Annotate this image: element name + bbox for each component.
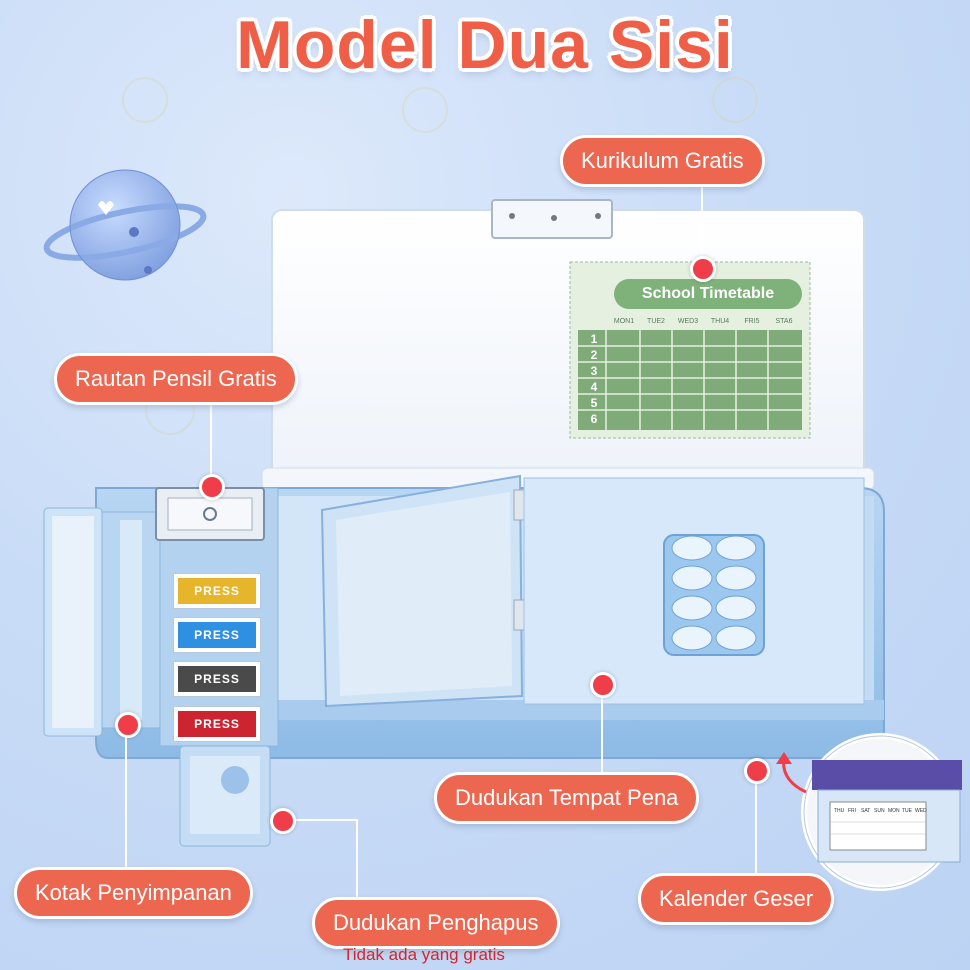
planet-icon — [43, 169, 207, 281]
marker-dot — [270, 808, 296, 834]
footnote: Tidak ada yang gratis — [343, 945, 505, 964]
press-button-yellow[interactable]: PRESS — [174, 574, 260, 608]
timetable-day: TUE2 — [647, 318, 665, 325]
marker-dot — [744, 758, 770, 784]
calendar-day: THU — [834, 808, 845, 814]
marker-dot — [115, 712, 141, 738]
timetable-day: THU4 — [710, 318, 730, 325]
label-pena: Dudukan Tempat Pena — [434, 772, 700, 824]
timetable-row: 5 — [590, 396, 598, 410]
label-kalender: Kalender Geser — [638, 873, 835, 925]
calendar-day: FRI — [848, 808, 857, 814]
timetable-row: 1 — [590, 332, 598, 346]
timetable-day: WED3 — [677, 318, 699, 325]
calendar-day: MON — [888, 808, 900, 814]
press-button-black[interactable]: PRESS — [174, 662, 260, 696]
marker-dot — [199, 474, 225, 500]
label-rautan: Rautan Pensil Gratis — [54, 353, 298, 405]
timetable-title: School Timetable — [641, 285, 775, 302]
label-kotak: Kotak Penyimpanan — [14, 867, 253, 919]
press-button-blue[interactable]: PRESS — [174, 618, 260, 652]
timetable-row: 2 — [590, 348, 598, 362]
timetable-card — [569, 261, 811, 439]
press-button-red[interactable]: PRESS — [174, 707, 260, 741]
label-penghapus: Dudukan Penghapus — [312, 897, 560, 949]
calendar-day: SAT — [861, 808, 871, 814]
timetable-day: STA6 — [775, 318, 793, 325]
label-kurikulum: Kurikulum Gratis — [560, 135, 765, 187]
page-title: Model Dua Sisi — [236, 7, 734, 83]
calendar-day: WED — [915, 808, 927, 814]
timetable-day: FRI5 — [744, 318, 760, 325]
timetable-day: MON1 — [613, 318, 635, 325]
timetable-row: 6 — [590, 412, 598, 426]
timetable-row: 4 — [590, 380, 598, 394]
calendar-day: SUN — [874, 808, 885, 814]
marker-dot — [690, 256, 716, 282]
calendar-zoom — [801, 733, 962, 891]
timetable-row: 3 — [590, 364, 598, 378]
marker-dot — [590, 672, 616, 698]
calendar-day: TUE — [902, 808, 912, 814]
